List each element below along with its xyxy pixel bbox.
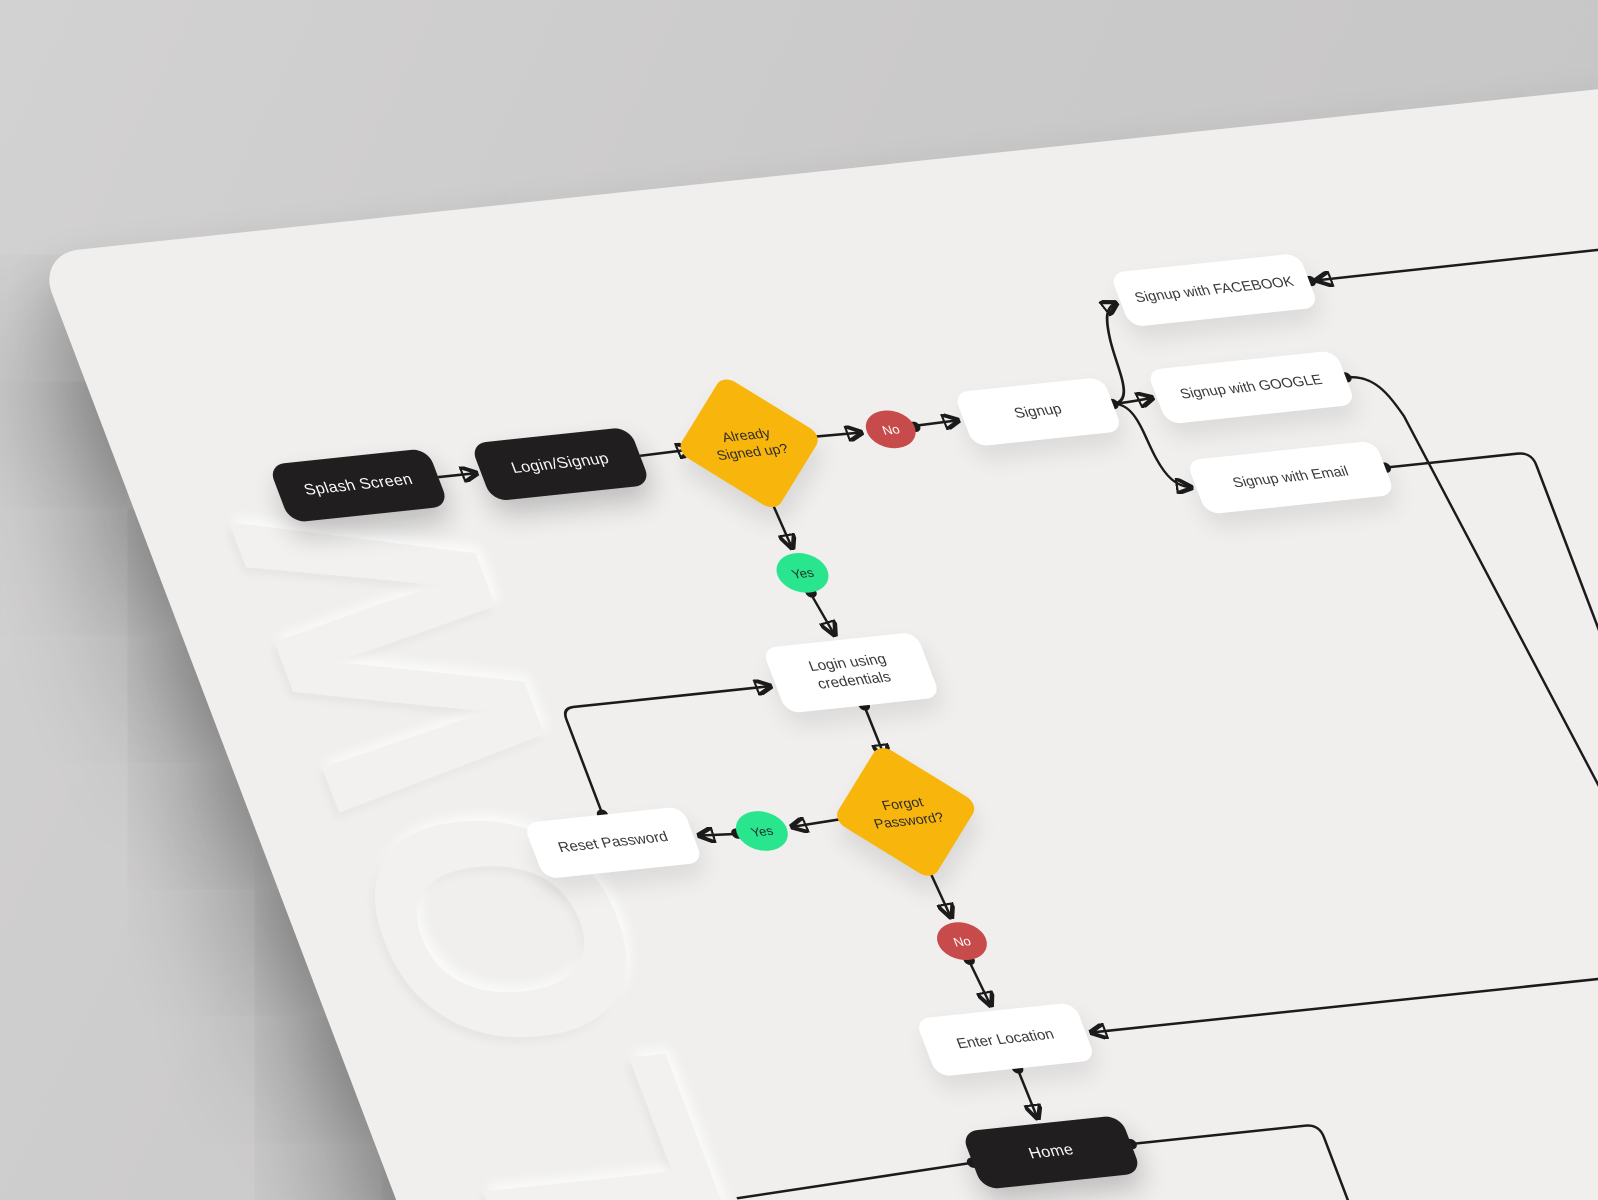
connector-google-outgoing	[1345, 375, 1598, 1200]
connector-layer	[437, 158, 1598, 1200]
connector-splash-to-login	[437, 473, 475, 477]
connector-signup-to-email	[1112, 402, 1190, 492]
connector-yes2-to-reset	[700, 832, 733, 837]
connector-no-to-signup	[913, 420, 957, 425]
connector-offscreen-to-facebook	[1317, 158, 1598, 281]
connector-reset-to-logincred	[563, 686, 808, 811]
connector-home-outgoing-right	[1130, 1124, 1476, 1200]
connector-yes-to-logincred	[811, 596, 834, 634]
connector-signup-to-facebook	[1076, 304, 1126, 406]
connector-no2-to-enterlocation	[969, 964, 990, 1005]
connector-enterlocation-to-home	[1018, 1073, 1037, 1117]
connector-home-left	[736, 1161, 974, 1200]
flow-artboard: FLOW	[37, 2, 1598, 1200]
connector-email-to-enterlocation	[898, 452, 1598, 1032]
